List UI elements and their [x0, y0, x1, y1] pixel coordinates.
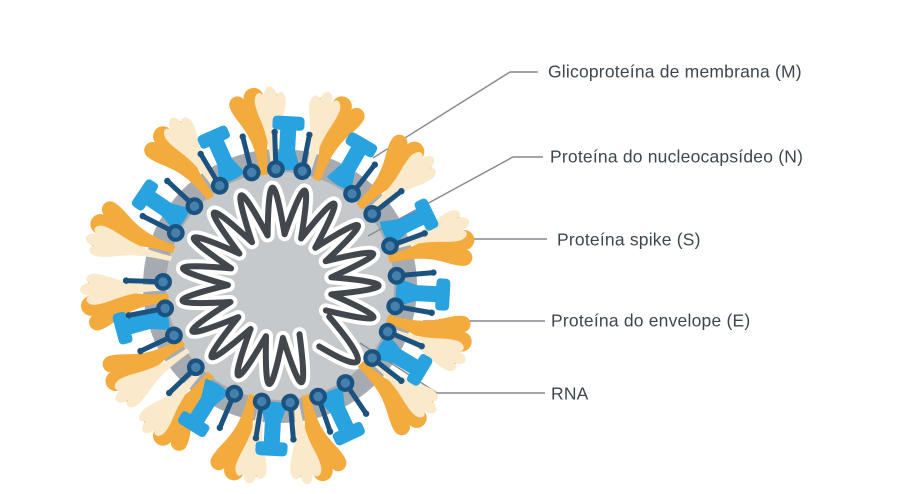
leader-line-m: [372, 71, 538, 159]
label-nucleocapsid-protein: Proteína do nucleocapsídeo (N): [550, 146, 804, 167]
label-spike-protein: Proteína spike (S): [557, 229, 701, 250]
virion: [143, 149, 417, 423]
label-envelope-protein: Proteína do envelope (E): [551, 310, 751, 331]
leader-line-n: [367, 156, 543, 237]
rna-nucleocapsid-coil: [175, 180, 386, 392]
label-rna: RNA: [551, 383, 589, 404]
label-membrane-glycoprotein: Glicoproteína de membrana (M): [548, 61, 802, 82]
